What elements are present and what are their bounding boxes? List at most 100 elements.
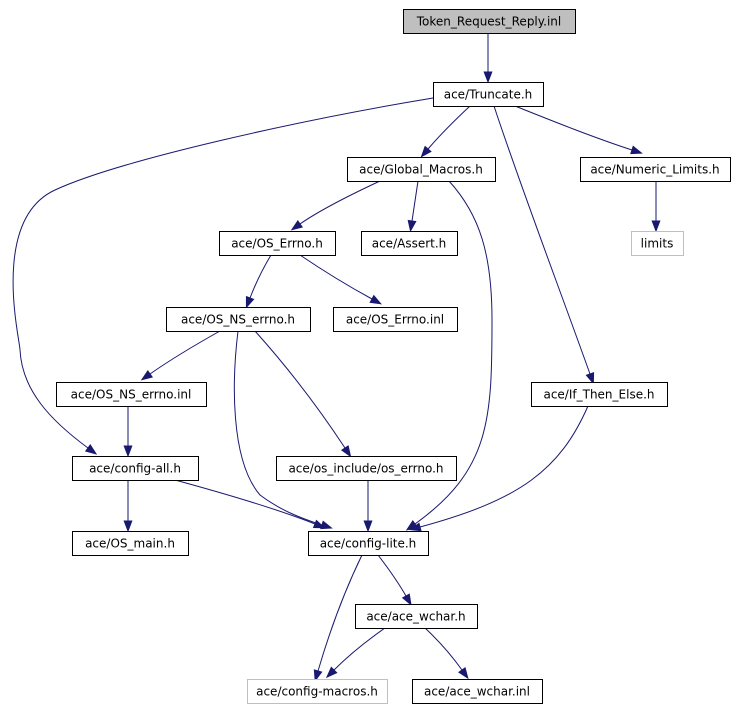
arrowhead-icon [84,444,98,455]
edge-config-lite-h-to-ace-wchar-h [377,554,412,606]
node-config-all-h[interactable]: ace/config-all.h [72,456,199,481]
edge-line [419,405,589,528]
arrowhead-icon [325,666,338,679]
edge-truncate-h-to-global-macros-h [420,105,471,158]
edge-line [299,180,381,225]
arrowhead-icon [140,370,154,381]
node-box [219,231,336,256]
edge-line [149,330,221,375]
node-box [347,157,496,182]
node-box [355,604,478,629]
node-label: ace/os_include/os_errno.h [288,462,443,476]
node-config-lite-h[interactable]: ace/config-lite.h [308,531,429,556]
node-box [56,382,207,407]
arrowhead-icon [312,519,326,529]
node-label: ace/OS_NS_errno.inl [71,388,192,402]
arrowhead-icon [340,445,352,458]
arrowhead-icon [458,666,469,680]
edge-os-errno-h-to-os-errno-inl [299,254,383,305]
node-os-ns-errno-inl[interactable]: ace/OS_NS_errno.inl [56,382,207,407]
edge-line [427,105,471,150]
edge-if-then-else-h-to-config-lite-h [408,405,589,532]
node-box [580,157,731,182]
edge-line [424,627,463,671]
node-label: ace/config-macros.h [256,685,378,699]
node-label: ace/OS_Errno.inl [346,313,444,327]
arrowhead-icon [630,145,643,155]
node-box [72,531,189,556]
node-label: ace/OS_main.h [85,537,175,551]
arrowhead-icon [408,522,422,532]
node-box [333,307,458,332]
edge-os-ns-errno-h-to-os-ns-errno-inl [140,330,221,381]
node-config-macros-h: ace/config-macros.h [247,679,388,704]
node-global-macros-h[interactable]: ace/Global_Macros.h [347,157,496,182]
node-label: ace/Global_Macros.h [359,163,483,177]
edge-truncate-h-to-if-then-else-h [493,105,595,385]
edge-numeric-limits-h-to-limits [651,181,661,233]
node-label: ace/OS_NS_errno.h [181,313,295,327]
node-label: ace/Truncate.h [444,88,533,102]
node-token-request-reply-inl[interactable]: Token_Request_Reply.inl [403,9,576,34]
edge-line [254,330,346,449]
edge-line [514,105,633,151]
arrowhead-icon [483,71,493,84]
arrowhead-icon [420,145,432,158]
node-box [433,82,544,107]
arrowhead-icon [313,669,323,682]
node-box [72,456,199,481]
edge-config-all-h-to-config-lite-h [174,479,326,529]
node-box [166,307,311,332]
edge-os-errno-h-to-os-ns-errno-h [245,254,272,309]
edge-global-macros-h-to-assert-h [407,180,419,233]
node-label: ace/If_Then_Else.h [543,388,654,402]
node-box [403,9,576,34]
arrowhead-icon [123,445,133,458]
edge-line [317,554,363,672]
node-box [308,531,429,556]
edge-config-lite-h-to-config-macros-h [313,554,363,682]
graph-edges [12,33,661,682]
arrowhead-icon [585,372,595,385]
node-label: ace/ace_wchar.h [366,610,465,624]
arrowhead-icon [651,220,661,233]
node-os-include-os-errno-h[interactable]: ace/os_include/os_errno.h [276,456,457,481]
node-label: Token_Request_Reply.inl [416,15,562,29]
node-label: ace/ace_wchar.inl [424,685,530,699]
edge-line [12,97,434,449]
node-label: limits [641,237,674,251]
edge-ace-wchar-h-to-config-macros-h [325,627,386,679]
node-label: ace/Assert.h [372,237,447,251]
node-assert-h[interactable]: ace/Assert.h [361,231,458,256]
edge-truncate-h-to-numeric-limits-h [514,105,643,155]
edge-truncate-h-to-config-all-h [12,97,434,455]
arrowhead-icon [369,294,383,305]
edge-os-ns-errno-h-to-config-lite-h [233,330,333,530]
edge-line [299,254,373,300]
node-numeric-limits-h[interactable]: ace/Numeric_Limits.h [580,157,731,182]
node-box [631,231,684,256]
edge-line [233,330,323,526]
edge-os-ns-errno-inl-to-config-all-h [123,406,133,458]
edge-global-macros-h-to-os-errno-h [290,180,381,231]
arrowhead-icon [245,295,255,309]
node-truncate-h[interactable]: ace/Truncate.h [433,82,544,107]
edge-config-all-h-to-os-main-h [123,480,133,533]
node-label: ace/OS_Errno.h [231,237,323,251]
node-box [247,679,388,704]
node-os-errno-h[interactable]: ace/OS_Errno.h [219,231,336,256]
edge-os-include-os-errno-h-to-config-lite-h [363,480,373,533]
node-ace-wchar-h[interactable]: ace/ace_wchar.h [355,604,478,629]
node-if-then-else-h[interactable]: ace/If_Then_Else.h [531,382,668,407]
arrowhead-icon [407,219,417,233]
edge-line [377,554,407,597]
node-label: ace/Numeric_Limits.h [590,163,719,177]
node-label: ace/config-lite.h [320,537,417,551]
graph-nodes: Token_Request_Reply.inl ace/Truncate.h ace… [56,9,731,704]
node-os-main-h[interactable]: ace/OS_main.h [72,531,189,556]
node-ace-wchar-inl[interactable]: ace/ace_wchar.inl [412,679,543,704]
node-os-errno-inl[interactable]: ace/OS_Errno.inl [333,307,458,332]
edge-line [174,479,316,525]
node-os-ns-errno-h[interactable]: ace/OS_NS_errno.h [166,307,311,332]
